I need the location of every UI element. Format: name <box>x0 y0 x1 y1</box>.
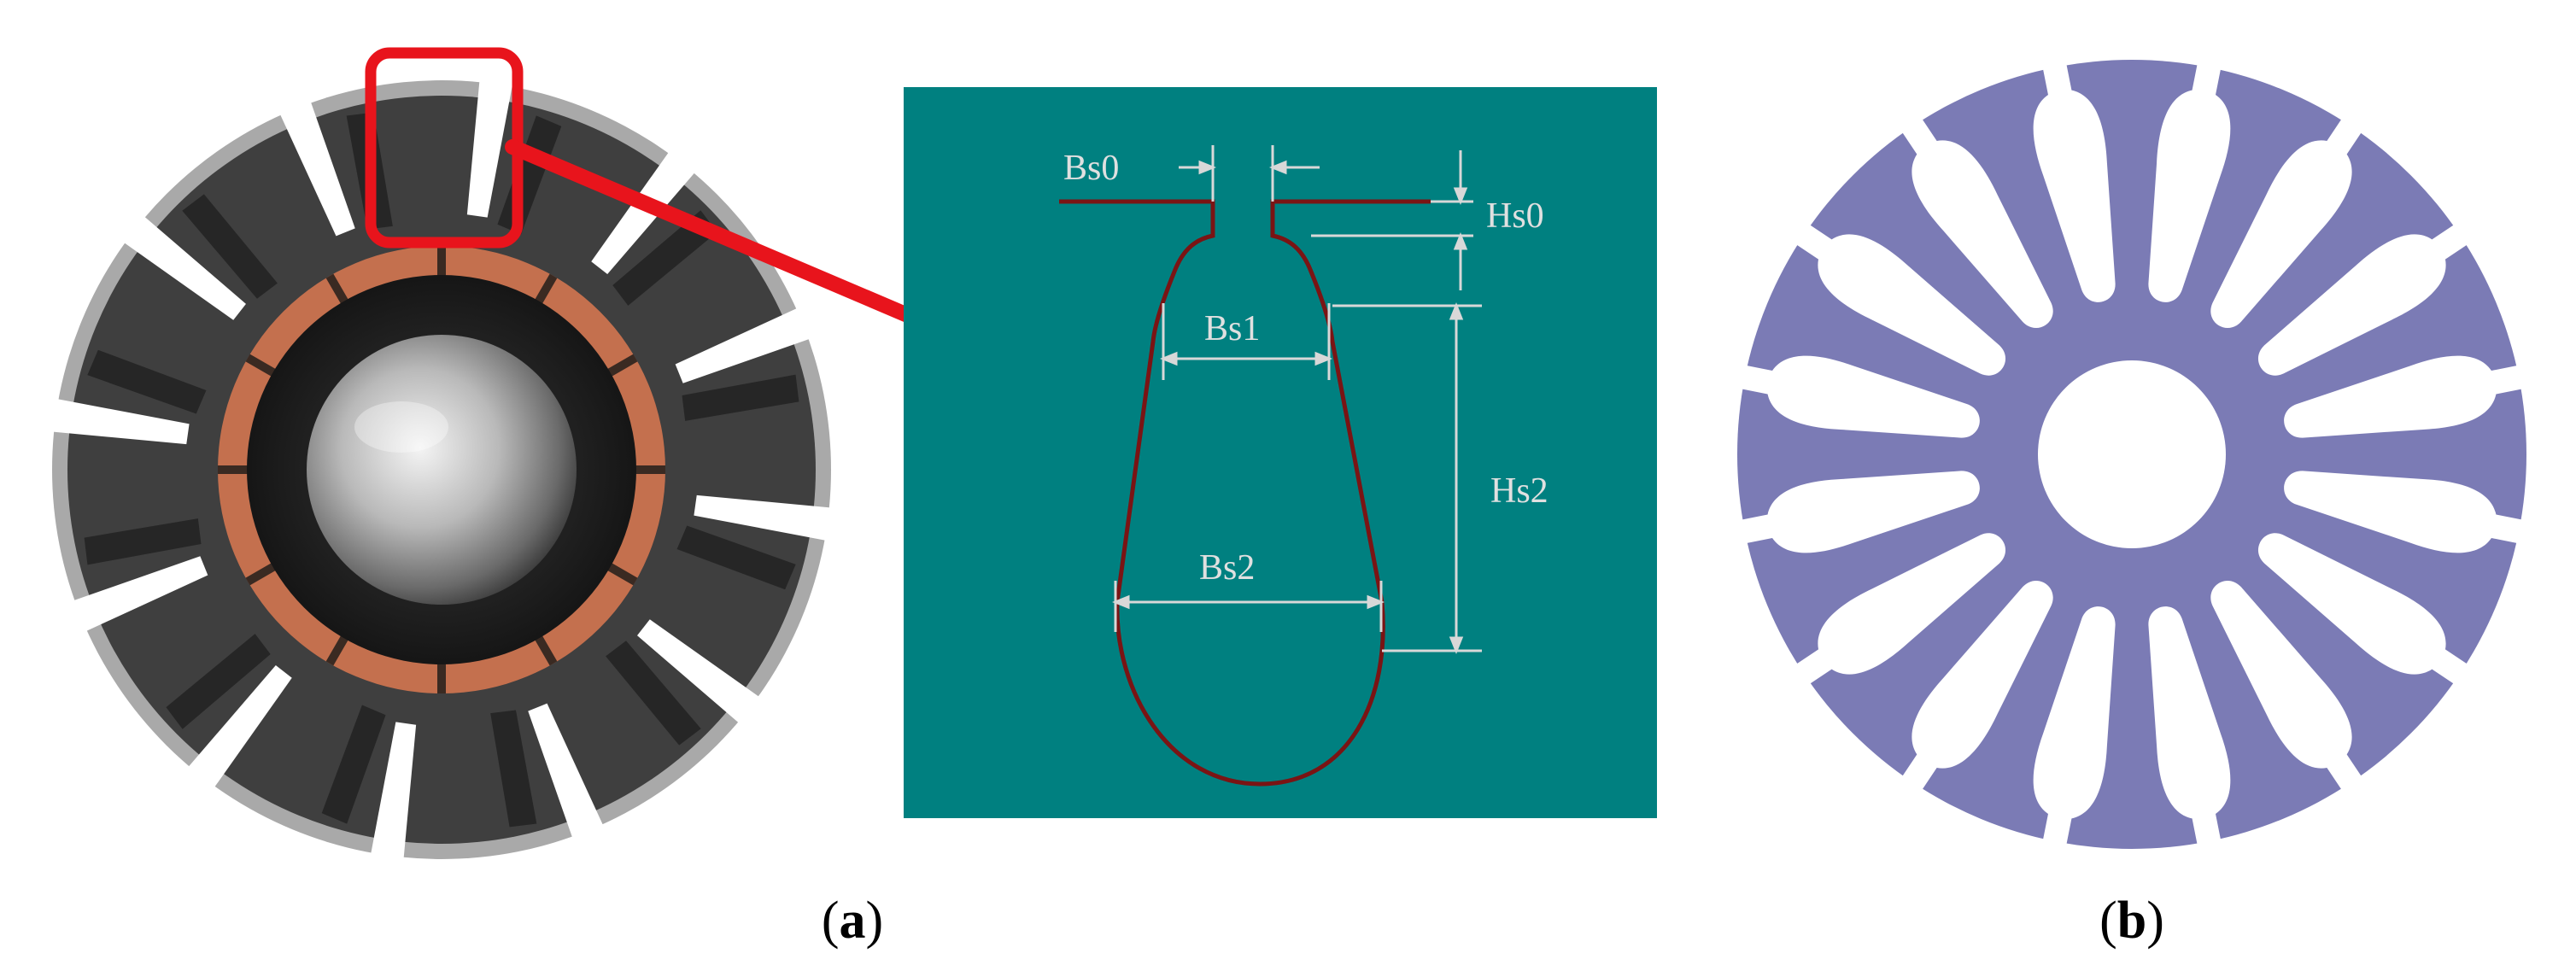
rotor-winding <box>612 210 717 306</box>
rotor-photo <box>41 47 842 870</box>
label-bs2: Bs2 <box>1199 548 1255 588</box>
rotor-slot-gap <box>368 722 417 870</box>
lamination-bore <box>2038 360 2226 548</box>
commutator-separator <box>635 465 665 474</box>
rotor-winding <box>321 705 386 824</box>
rotor-shaft <box>307 335 577 605</box>
rotor-winding <box>682 374 799 421</box>
lamination-slot <box>2148 606 2231 855</box>
lamination-slot <box>1788 533 2005 690</box>
lamination-slot <box>1731 471 1980 553</box>
commutator-separator <box>325 635 349 666</box>
label-hs0: Hs0 <box>1486 196 1544 236</box>
commutator-separator <box>245 562 277 586</box>
lamination-slot <box>2033 606 2116 855</box>
rotor-slot-gap <box>675 303 821 383</box>
rotor-slots <box>41 69 842 870</box>
rotor-slot-gap <box>694 494 842 543</box>
shaft-highlight <box>354 401 448 453</box>
label-bs1: Bs1 <box>1204 309 1260 348</box>
rotor-winding <box>84 518 202 565</box>
rotor-slot-gap <box>528 703 608 849</box>
commutator-bars <box>218 246 665 693</box>
rotor-slot-gap <box>275 91 355 237</box>
lamination-slot <box>1896 110 2053 328</box>
lamination-drawing <box>1731 54 2532 855</box>
rotor-slot-gap <box>637 619 769 731</box>
lamination-slot <box>2033 54 2116 302</box>
commutator-separator <box>218 465 249 474</box>
commutator-separator <box>534 635 558 666</box>
lamination-slot <box>2284 355 2532 438</box>
commutator-separator <box>606 562 638 586</box>
rotor-slot-gap <box>41 396 190 445</box>
commutator-separator <box>606 354 638 377</box>
rotor-slot-gap <box>466 69 515 218</box>
slot-diagram: Bs0 Hs0 Bs1 Hs2 Bs2 <box>904 87 1657 818</box>
rotor-winding <box>676 525 796 590</box>
lamination-slot <box>1731 355 1980 438</box>
rotor-winding <box>490 710 537 828</box>
rotor-winding <box>606 641 701 746</box>
rotor-slot-gap <box>114 208 246 320</box>
commutator-separator <box>245 354 277 377</box>
rotor-winding <box>166 634 271 729</box>
dimension-lines <box>1111 145 1482 655</box>
lamination-slot <box>1788 219 2005 376</box>
dimension-labels: Bs0 Hs0 Bs1 Hs2 Bs2 <box>1063 149 1549 588</box>
lamination-slot <box>2258 219 2476 376</box>
lamination-slot <box>1896 581 2053 799</box>
lamination-slot <box>2258 533 2476 690</box>
lamination-slot <box>2210 581 2368 799</box>
rotor-winding <box>87 349 207 414</box>
lamination-slot <box>2148 54 2231 302</box>
commutator-separator <box>534 273 558 305</box>
lamination-slot <box>2284 471 2532 553</box>
commutator-separator <box>437 246 446 277</box>
slot-outline <box>1059 199 1431 787</box>
panel-a-label: (a) <box>822 892 883 950</box>
commutator-separator <box>325 273 349 305</box>
slot-diagram-background <box>904 87 1657 818</box>
lamination-slot <box>2210 110 2368 328</box>
commutator-separator <box>437 663 446 693</box>
panel-b-label: (b) <box>2099 892 2164 950</box>
rotor-slot-gap <box>62 556 208 636</box>
lamination-slots <box>1731 54 2532 855</box>
label-bs0: Bs0 <box>1063 149 1119 188</box>
rotor-slot-gap <box>180 665 292 797</box>
label-hs2: Hs2 <box>1490 471 1549 511</box>
rotor-winding <box>182 194 278 299</box>
